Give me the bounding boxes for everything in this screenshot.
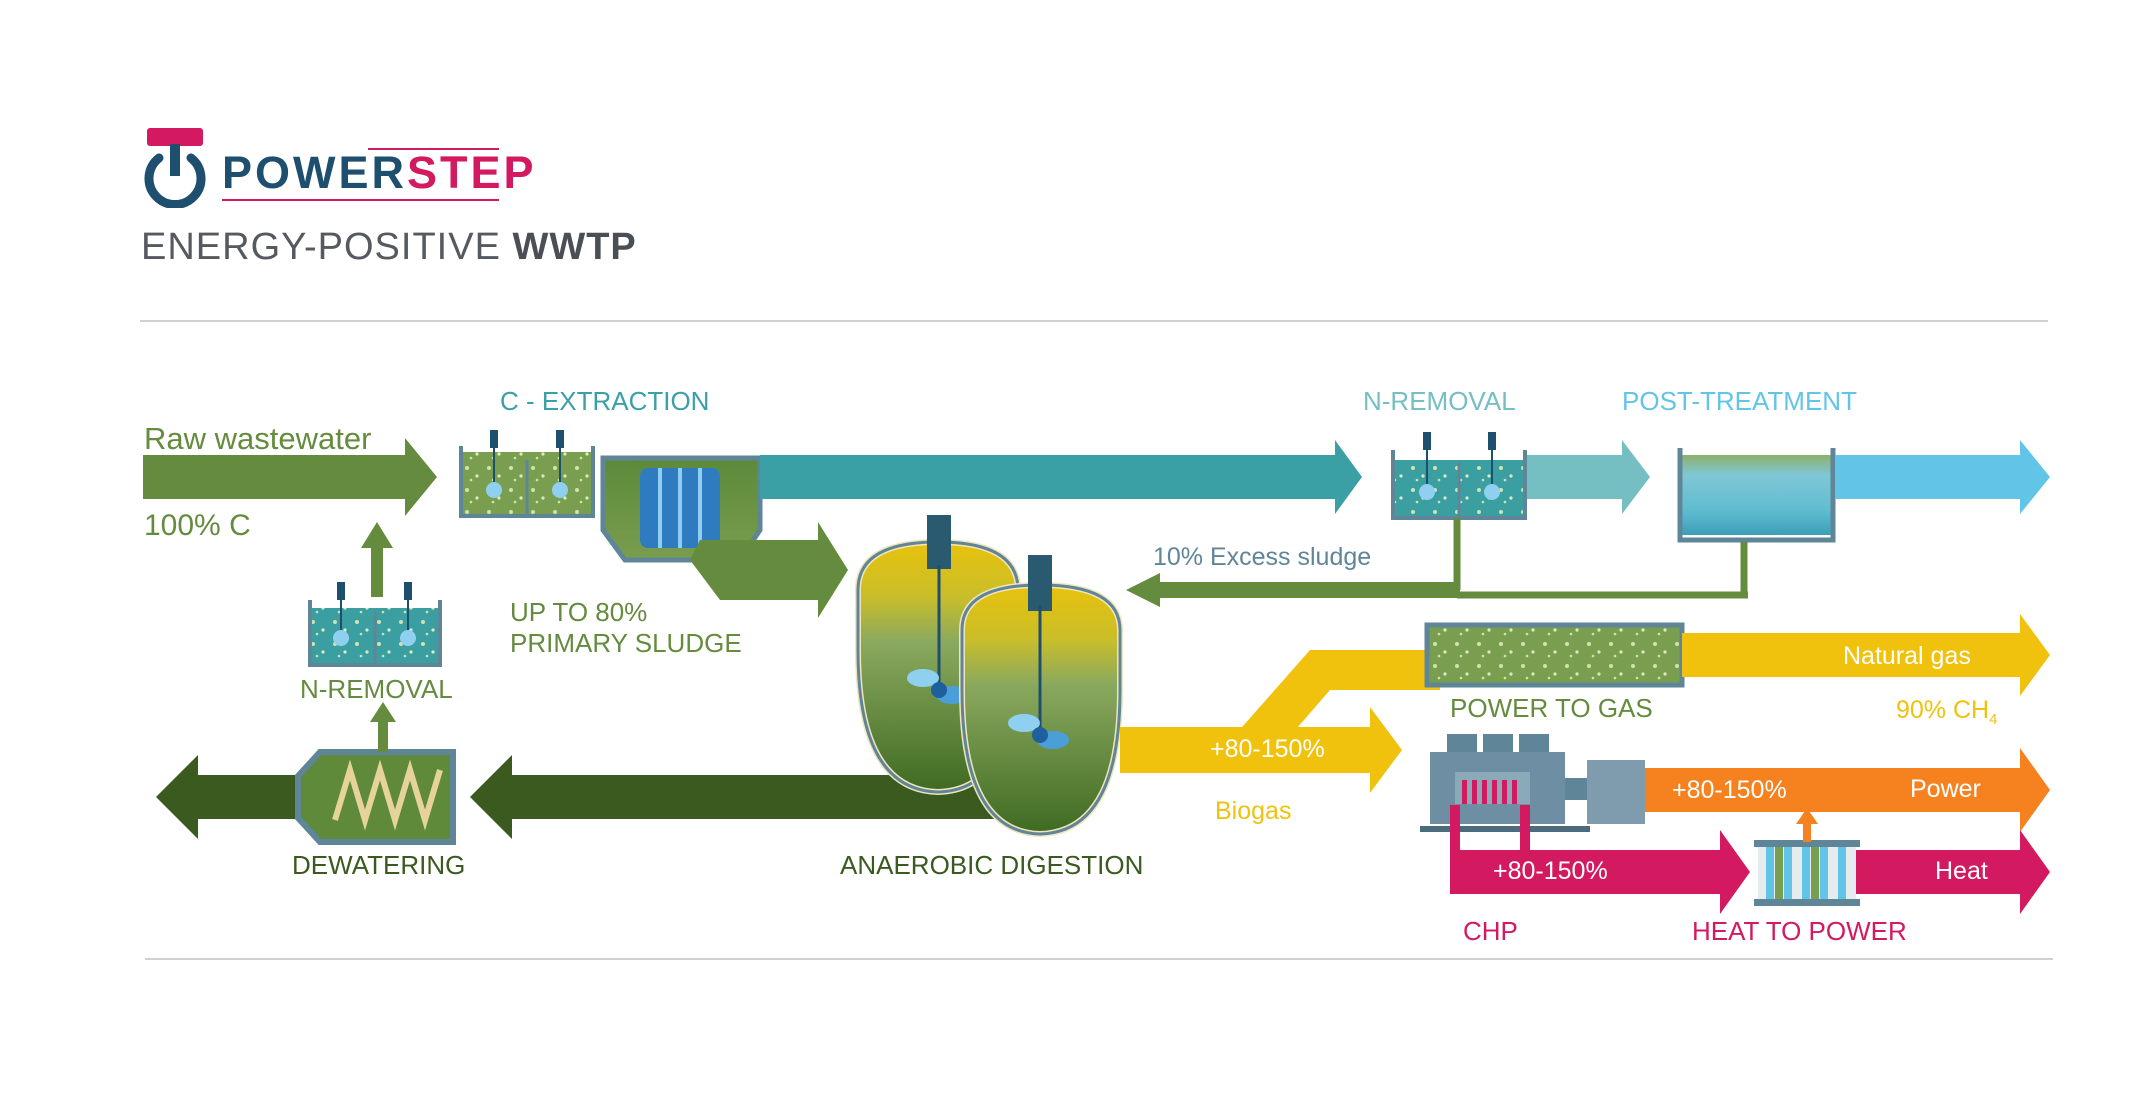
primary-sludge-arrow [690, 522, 848, 618]
reject-water-arrow [370, 702, 396, 752]
n-removal-tank-left [308, 582, 442, 667]
label-excess-sludge: 10% Excess sludge [1153, 543, 1372, 571]
label-power: Power [1910, 775, 1981, 803]
brand-name: POWERSTEP [222, 150, 537, 195]
bottom-divider [145, 958, 2053, 960]
label-anaerobic-digestion: ANAEROBIC DIGESTION [840, 850, 1144, 880]
power-arrow [1645, 748, 2050, 832]
label-n-removal-left: N-REMOVAL [300, 674, 453, 704]
treated-water-arrow [1835, 440, 2050, 514]
brand-rule-top [368, 148, 499, 150]
subtitle-bold: WWTP [512, 226, 637, 268]
label-n-removal-top: N-REMOVAL [1363, 386, 1516, 416]
heat-to-power-unit [1754, 808, 1860, 906]
label-c-extraction: C - EXTRACTION [500, 386, 710, 416]
effluent-arrow [760, 440, 1362, 514]
top-divider [140, 320, 2048, 322]
power-to-gas-tank [1424, 622, 1685, 688]
brand-rule-bottom [222, 199, 499, 201]
post-treatment-tank [1677, 448, 1836, 543]
label-heat: Heat [1935, 857, 1988, 885]
n-removal-left-up-arrow [361, 522, 393, 597]
label-dewatering: DEWATERING [292, 850, 466, 880]
label-ch4-subscript: 4 [1989, 711, 1998, 728]
label-ch4: 90% CH4 [1896, 695, 1997, 729]
brand-name-step: STEP [407, 147, 537, 198]
powerstep-logo-icon [144, 128, 206, 208]
page-subtitle: ENERGY-POSITIVE WWTP [141, 228, 637, 266]
subtitle-light: ENERGY-POSITIVE [141, 226, 513, 268]
n-removal-output-arrow [1527, 440, 1650, 514]
raw-wastewater-arrow [143, 438, 437, 516]
brand-name-power: POWER [222, 147, 408, 198]
dewatered-output-arrow [156, 755, 296, 839]
label-biogas-pct: +80-150% [1210, 735, 1325, 763]
label-primary-sludge-2: PRIMARY SLUDGE [510, 628, 742, 658]
label-chp: CHP [1463, 916, 1518, 946]
label-biogas: Biogas [1215, 797, 1292, 825]
dewatering-unit [295, 749, 456, 845]
natural-gas-arrow [1682, 614, 2050, 696]
digested-sludge-arrow [470, 755, 1005, 839]
excess-sludge-return [1126, 518, 1748, 607]
label-primary-sludge-1: UP TO 80% [510, 597, 648, 627]
label-natural-gas: Natural gas [1843, 642, 1971, 670]
c-extraction-tank [459, 430, 595, 518]
label-heat-to-power: HEAT TO POWER [1692, 916, 1907, 946]
anaerobic-digester-2 [959, 555, 1123, 838]
label-100-c: 100% C [144, 509, 251, 542]
label-power-to-gas: POWER TO GAS [1450, 693, 1653, 723]
label-heat-pct: +80-150% [1493, 857, 1608, 885]
n-removal-tank-top [1391, 432, 1527, 520]
label-post-treatment: POST-TREATMENT [1622, 386, 1857, 416]
label-power-pct: +80-150% [1672, 776, 1787, 804]
label-ch4-main: 90% CH [1896, 696, 1990, 724]
label-raw-wastewater: Raw wastewater [144, 421, 372, 456]
biogas-arrow [1120, 650, 1440, 793]
heat-arrow [1450, 805, 2050, 914]
